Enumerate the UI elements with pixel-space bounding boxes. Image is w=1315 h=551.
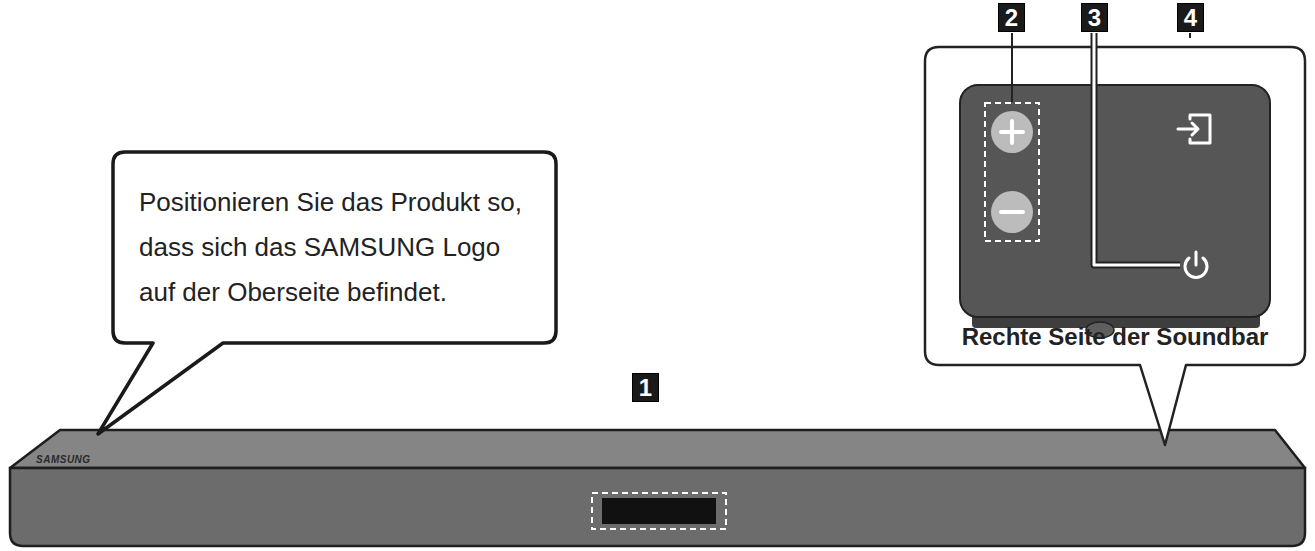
leader-line xyxy=(1011,33,1013,102)
soundbar-front xyxy=(10,468,1305,546)
leader-line xyxy=(1189,33,1191,38)
volume-up-button xyxy=(991,111,1033,153)
callout-number: 2 xyxy=(998,3,1025,32)
leader-line xyxy=(1094,33,1180,265)
callout-bubble-outline xyxy=(98,152,556,434)
volume-dashed-frame xyxy=(985,103,1039,241)
inset-callout-outline xyxy=(925,47,1305,445)
display-area xyxy=(602,498,716,524)
callout-number: 1 xyxy=(632,373,659,402)
callout-number: 3 xyxy=(1081,3,1108,32)
leader-line xyxy=(1094,33,1180,265)
soundbar-top xyxy=(10,430,1305,468)
note-text: Positionieren Sie das Produkt so, dass s… xyxy=(139,180,536,315)
callout-bubble: Positionieren Sie das Produkt so, dass s… xyxy=(113,152,556,343)
plus-symbol xyxy=(1001,121,1023,143)
callout-number: 4 xyxy=(1177,3,1204,32)
display-dashed-frame xyxy=(592,493,726,529)
brand-logo: SAMSUNG xyxy=(36,454,91,465)
control-panel xyxy=(960,85,1270,317)
inset-panel: Rechte Seite der Soundbar xyxy=(925,47,1305,365)
volume-down-button xyxy=(991,191,1033,233)
power-icon xyxy=(1185,252,1207,277)
input-icon xyxy=(1178,115,1210,143)
minus-symbol xyxy=(1001,210,1023,214)
panel-caption: Rechte Seite der Soundbar xyxy=(925,323,1305,351)
